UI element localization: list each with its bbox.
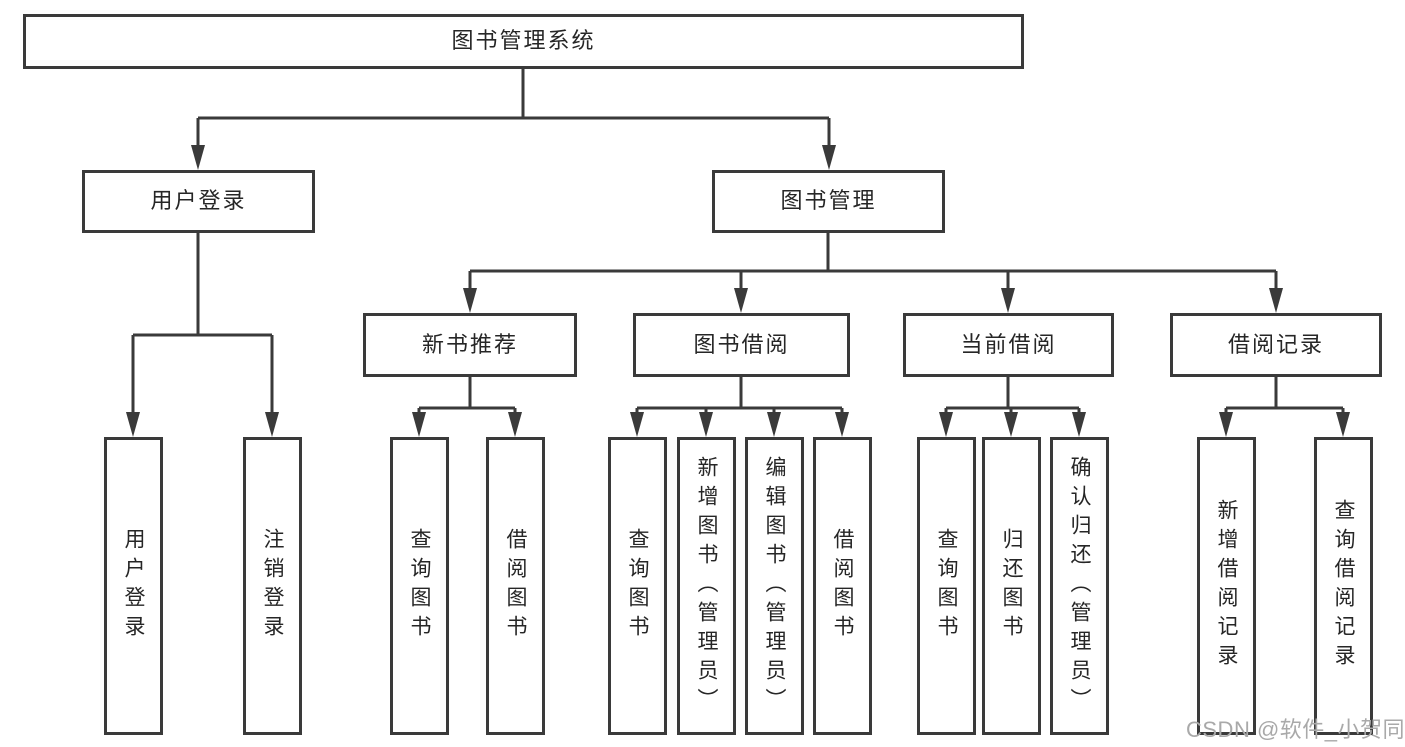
leaf-query-books-current: 查询图书 <box>917 437 976 735</box>
node-new-book-recommend: 新书推荐 <box>363 313 577 377</box>
leaf-add-borrow-record: 新增借阅记录 <box>1197 437 1256 735</box>
leaf-return-books: 归还图书 <box>982 437 1041 735</box>
leaf-add-books-admin: 新增图书（管理员） <box>677 437 736 735</box>
node-book-borrowing: 图书借阅 <box>633 313 850 377</box>
node-user-login: 用户登录 <box>82 170 315 233</box>
leaf-logout: 注销登录 <box>243 437 302 735</box>
leaf-query-books-recommend: 查询图书 <box>390 437 449 735</box>
leaf-query-books-borrowing: 查询图书 <box>608 437 667 735</box>
node-book-management: 图书管理 <box>712 170 945 233</box>
node-borrowing-records: 借阅记录 <box>1170 313 1382 377</box>
leaf-edit-books-admin: 编辑图书（管理员） <box>745 437 804 735</box>
leaf-borrow-books: 借阅图书 <box>813 437 872 735</box>
arrowhead-icons <box>126 145 1350 437</box>
leaf-query-borrow-record: 查询借阅记录 <box>1314 437 1373 735</box>
leaf-borrow-books-recommend: 借阅图书 <box>486 437 545 735</box>
watermark: CSDN @软件_小贺同学 <box>1186 717 1405 742</box>
leaf-user-login: 用户登录 <box>104 437 163 735</box>
node-library-management-system: 图书管理系统 <box>23 14 1024 69</box>
leaf-confirm-return-admin: 确认归还（管理员） <box>1050 437 1109 735</box>
node-current-borrowing: 当前借阅 <box>903 313 1114 377</box>
